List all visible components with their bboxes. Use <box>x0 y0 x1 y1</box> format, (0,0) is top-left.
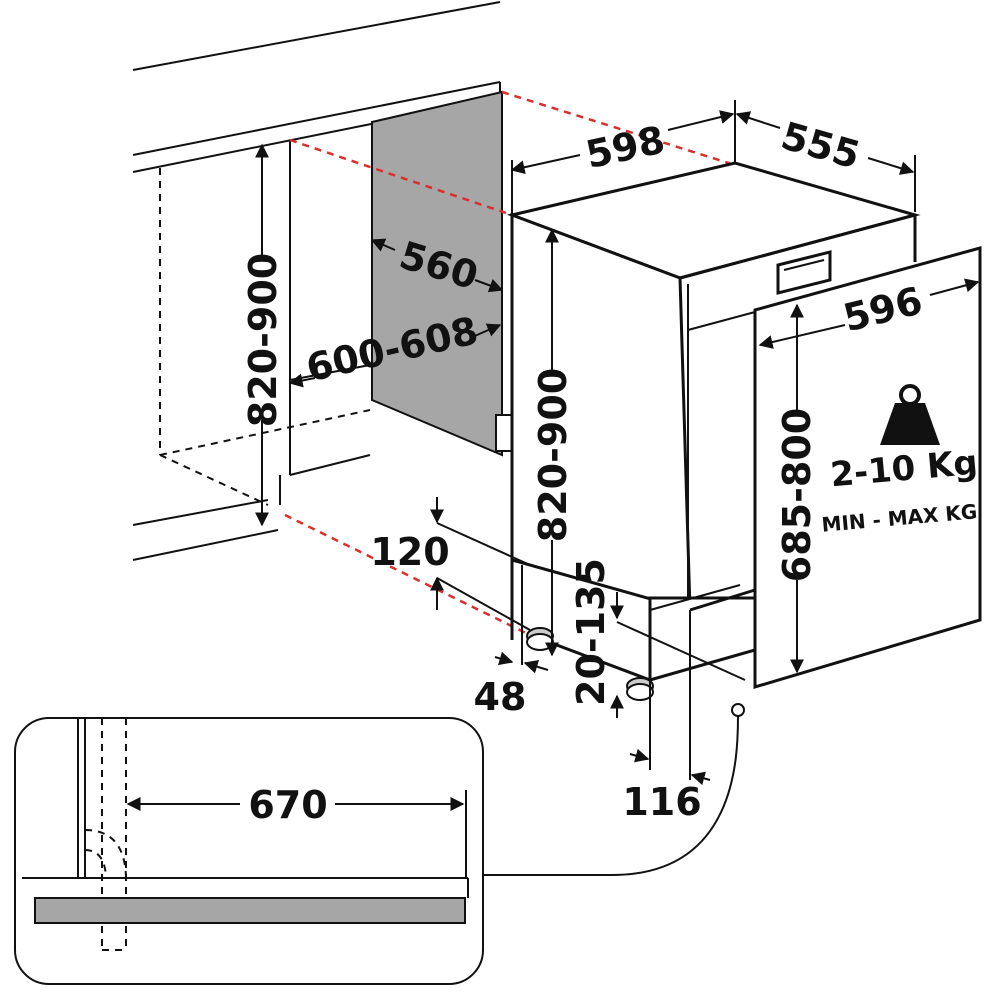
dim-plinth-height: 120 <box>370 530 449 574</box>
dim-appliance-width: 598 <box>582 118 669 178</box>
door-panel <box>753 246 982 690</box>
dim-appliance-depth: 555 <box>776 113 864 177</box>
dim-min-door-clearance: 670 <box>248 783 327 827</box>
niche-back-notch <box>495 414 513 452</box>
dim-panel-offset: 116 <box>622 780 701 824</box>
inset-connector <box>483 703 745 876</box>
dim-foot-adjust: 20-135 <box>569 558 613 706</box>
detail-inset <box>14 717 484 985</box>
dim-panel-height: 685-800 <box>775 408 819 582</box>
dim-cabinet-height: 820-900 <box>241 253 285 427</box>
weight-icon <box>880 384 940 445</box>
dim-appliance-height: 820-900 <box>531 368 575 542</box>
reference-lines <box>284 90 736 637</box>
dimension-lines <box>255 100 980 786</box>
cabinet-outline <box>132 140 371 561</box>
dim-plinth-offset: 48 <box>474 675 527 719</box>
dishwasher-body <box>506 161 921 682</box>
niche-back-wall <box>371 90 503 457</box>
